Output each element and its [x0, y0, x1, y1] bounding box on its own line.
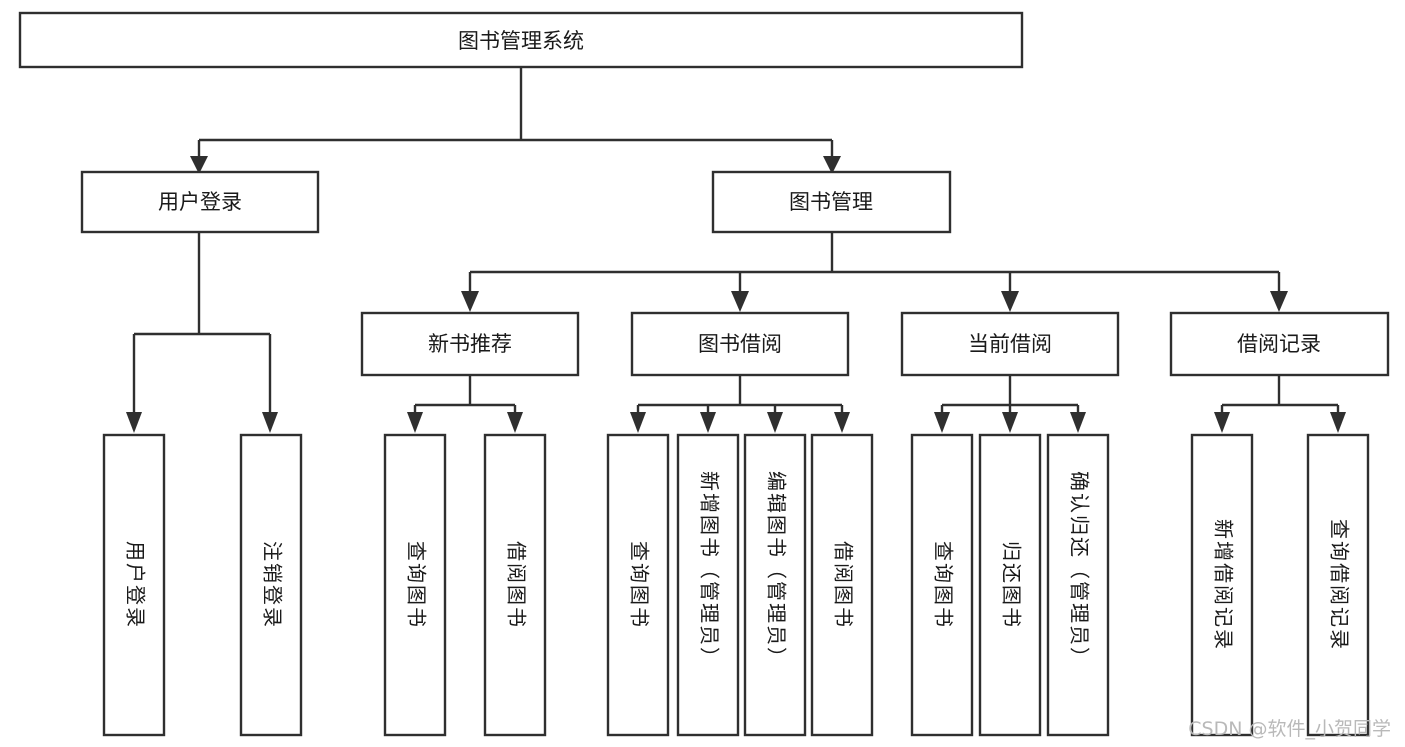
node-leaf-add-record-label: 新增借阅记录 — [1212, 519, 1236, 651]
arrow-user-login-leaf-1 — [126, 412, 142, 433]
node-leaf-query-book-3-label: 查询图书 — [932, 541, 956, 629]
arrow-user-login-leaf-2 — [262, 412, 278, 433]
node-leaf-query-book-1-label: 查询图书 — [405, 541, 429, 629]
node-current-borrow-label: 当前借阅 — [968, 332, 1052, 356]
node-current-borrow-box[interactable] — [900, 311, 1120, 377]
arrow-root-to-user-login — [190, 156, 208, 174]
node-current-borrow[interactable]: 当前借阅 — [900, 311, 1120, 377]
arrow-bm-to-book-borrow — [731, 291, 749, 312]
node-leaf-user-logout-label: 注销登录 — [261, 541, 285, 629]
node-new-book-recommend[interactable]: 新书推荐 — [360, 311, 580, 377]
node-leaf-query-record-box[interactable] — [1306, 433, 1370, 737]
node-leaf-query-book-2-label: 查询图书 — [628, 541, 652, 629]
node-leaf-add-book[interactable]: 新增图书（管理员） — [676, 433, 740, 737]
node-user-login[interactable]: 用户登录 — [80, 170, 320, 234]
connector-layer — [126, 67, 1346, 433]
node-leaf-user-logout-box[interactable] — [239, 433, 303, 737]
arrow-currentborrow-leaf-1 — [934, 412, 950, 433]
node-new-book-recommend-box[interactable] — [360, 311, 580, 377]
node-root-label: 图书管理系统 — [458, 29, 584, 53]
arrow-currentborrow-leaf-2 — [1002, 412, 1018, 433]
arrow-bm-to-borrow-record — [1270, 291, 1288, 312]
node-leaf-query-record-label: 查询借阅记录 — [1328, 519, 1352, 651]
node-book-manage-box[interactable] — [711, 170, 952, 234]
arrow-currentborrow-leaf-3 — [1070, 412, 1086, 433]
node-borrow-record-box[interactable] — [1169, 311, 1390, 377]
node-borrow-record-label: 借阅记录 — [1237, 332, 1321, 356]
node-leaf-edit-book[interactable]: 编辑图书（管理员） — [743, 433, 807, 737]
node-new-book-recommend-label: 新书推荐 — [428, 332, 512, 356]
node-leaf-borrow-book-2-box[interactable] — [810, 433, 874, 737]
node-leaf-borrow-book-2[interactable]: 借阅图书 — [810, 433, 874, 737]
node-root[interactable]: 图书管理系统 — [18, 11, 1024, 69]
node-leaf-return-book-box[interactable] — [978, 433, 1042, 737]
node-book-borrow-label: 图书借阅 — [698, 332, 782, 356]
node-borrow-record[interactable]: 借阅记录 — [1169, 311, 1390, 377]
node-leaf-borrow-book-1-label: 借阅图书 — [505, 541, 529, 629]
arrow-bookborrow-leaf-3 — [767, 412, 783, 433]
node-leaf-return-book[interactable]: 归还图书 — [978, 433, 1042, 737]
node-leaf-borrow-book-2-label: 借阅图书 — [832, 541, 856, 629]
node-leaf-borrow-book-1-box[interactable] — [483, 433, 547, 737]
arrow-newbook-leaf-1 — [407, 412, 423, 433]
node-root-box[interactable] — [18, 11, 1024, 69]
arrow-borrowrecord-leaf-2 — [1330, 412, 1346, 433]
node-leaf-user-login-box[interactable] — [102, 433, 166, 737]
node-leaf-add-record[interactable]: 新增借阅记录 — [1190, 433, 1254, 737]
node-book-borrow[interactable]: 图书借阅 — [630, 311, 850, 377]
node-user-login-box[interactable] — [80, 170, 320, 234]
node-leaf-query-book-3-box[interactable] — [910, 433, 974, 737]
arrow-newbook-leaf-2 — [507, 412, 523, 433]
node-leaf-borrow-book-1[interactable]: 借阅图书 — [483, 433, 547, 737]
node-leaf-user-login[interactable]: 用户登录 — [102, 433, 166, 737]
node-leaf-user-login-label: 用户登录 — [124, 541, 148, 629]
node-book-manage[interactable]: 图书管理 — [711, 170, 952, 234]
node-leaf-edit-book-box[interactable] — [743, 433, 807, 737]
node-leaf-return-book-label: 归还图书 — [1000, 541, 1024, 629]
node-leaf-query-book-1[interactable]: 查询图书 — [383, 433, 447, 737]
node-user-login-label: 用户登录 — [158, 190, 242, 214]
node-leaf-query-book-2[interactable]: 查询图书 — [606, 433, 670, 737]
node-leaf-query-book-3[interactable]: 查询图书 — [910, 433, 974, 737]
node-leaf-user-logout[interactable]: 注销登录 — [239, 433, 303, 737]
node-leaf-confirm-return-box[interactable] — [1046, 433, 1110, 737]
node-leaf-confirm-return-label: 确认归还（管理员） — [1068, 471, 1092, 669]
arrow-root-to-book-manage — [823, 156, 841, 174]
node-leaf-add-record-box[interactable] — [1190, 433, 1254, 737]
node-leaf-query-book-1-box[interactable] — [383, 433, 447, 737]
arrow-borrowrecord-leaf-1 — [1214, 412, 1230, 433]
arrow-bookborrow-leaf-2 — [700, 412, 716, 433]
node-leaf-add-book-box[interactable] — [676, 433, 740, 737]
node-leaf-edit-book-label: 编辑图书（管理员） — [765, 471, 789, 669]
arrow-bookborrow-leaf-1 — [630, 412, 646, 433]
node-leaf-add-book-label: 新增图书（管理员） — [698, 471, 722, 669]
node-leaf-query-book-2-box[interactable] — [606, 433, 670, 737]
node-leaf-confirm-return[interactable]: 确认归还（管理员） — [1046, 433, 1110, 737]
arrow-bookborrow-leaf-4 — [834, 412, 850, 433]
node-book-borrow-box[interactable] — [630, 311, 850, 377]
node-book-manage-label: 图书管理 — [789, 190, 873, 214]
arrow-bm-to-current-borrow — [1001, 291, 1019, 312]
node-leaf-query-record[interactable]: 查询借阅记录 — [1306, 433, 1370, 737]
arrow-bm-to-new-book-recommend — [461, 291, 479, 312]
